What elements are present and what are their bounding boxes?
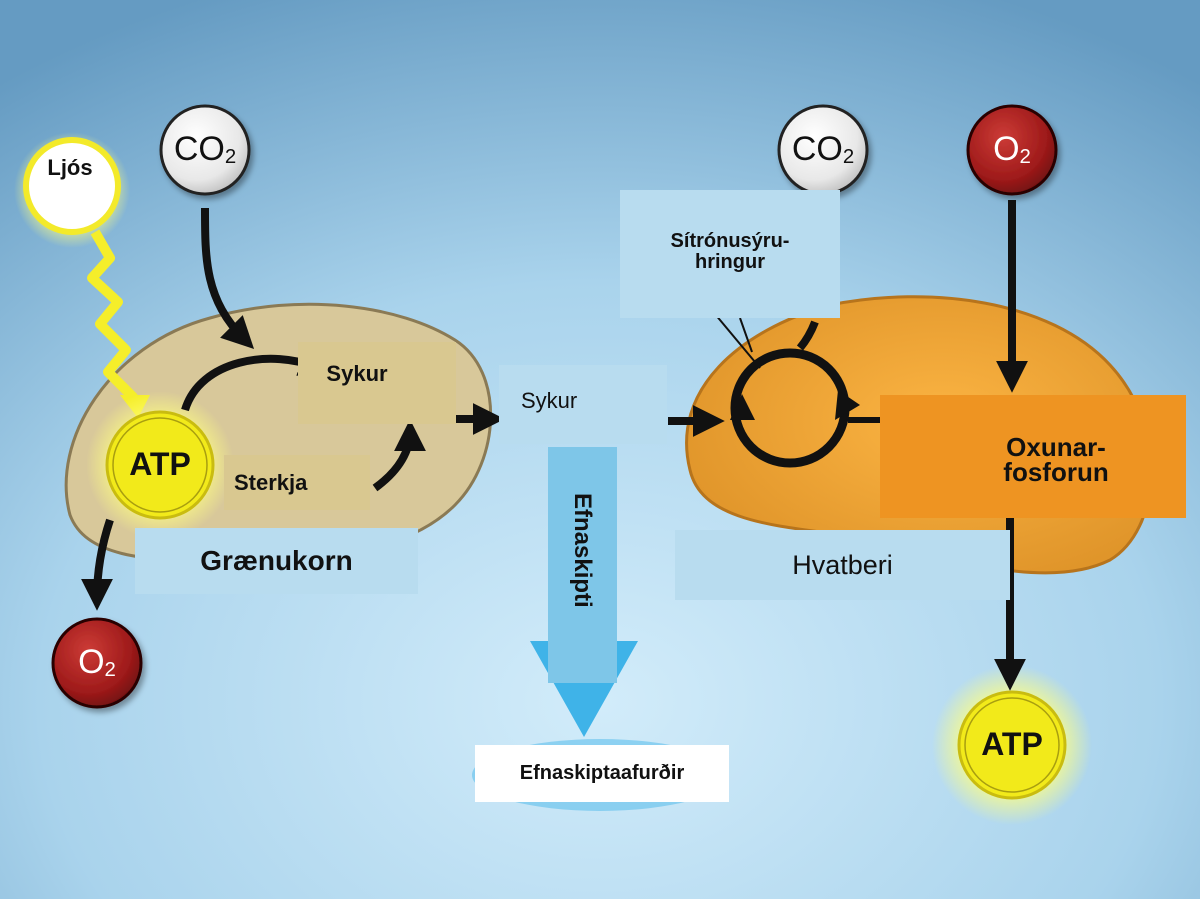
o2-right-label: O2 (993, 129, 1031, 168)
co2-right-label: CO2 (791, 129, 855, 168)
o2-right-ball (966, 104, 1058, 196)
sugar-chloroplast-label: Sykur (326, 361, 388, 386)
light-label: Ljós (47, 155, 93, 181)
light-ray (87, 229, 138, 402)
sugar-middle-label: Sykur (521, 388, 578, 413)
co2-left-arrow (201, 207, 255, 350)
metabolic-products-label: Efnaskiptaafurðir (519, 762, 685, 784)
chloroplast-label-box (135, 528, 418, 594)
o2-release-arrow (81, 518, 114, 611)
mitochondrion-label: Hvatberi (792, 549, 893, 580)
atp-right-circle (957, 690, 1067, 800)
co2-left-ball (159, 104, 251, 196)
oxphos-label: Oxunar- fosforun (1003, 432, 1109, 487)
o2-left-label: O2 (78, 642, 116, 681)
atp-left-label: ATP (129, 446, 191, 483)
citric-cycle-head-right (835, 390, 860, 420)
calvin-arc-right (372, 419, 426, 492)
co2-right-arrow (796, 320, 819, 351)
co2-left-label: CO2 (173, 129, 237, 168)
o2-left-ball (51, 617, 143, 709)
citric-cycle-box (620, 190, 840, 318)
oxphos-box (880, 395, 1186, 518)
atp-right-label: ATP (981, 726, 1043, 763)
starch-label: Sterkja (234, 469, 308, 495)
starch-box (224, 455, 370, 510)
metabolic-products-box (475, 745, 729, 802)
citric-cycle-label: Sítrónusýru- hringur (670, 230, 790, 273)
metabolism-arrow-shaft (548, 447, 617, 683)
chloroplast-label: Grænukorn (200, 545, 353, 577)
citric-cycle-head-left (730, 394, 755, 420)
light-source-circle (23, 137, 121, 235)
metabolism-label: Efnaskipti (569, 492, 597, 608)
mitochondrion-label-box (675, 530, 1010, 600)
atp-left-circle (105, 410, 215, 520)
sugar-middle-box (499, 365, 667, 444)
sugar-chloroplast-box (298, 342, 456, 424)
